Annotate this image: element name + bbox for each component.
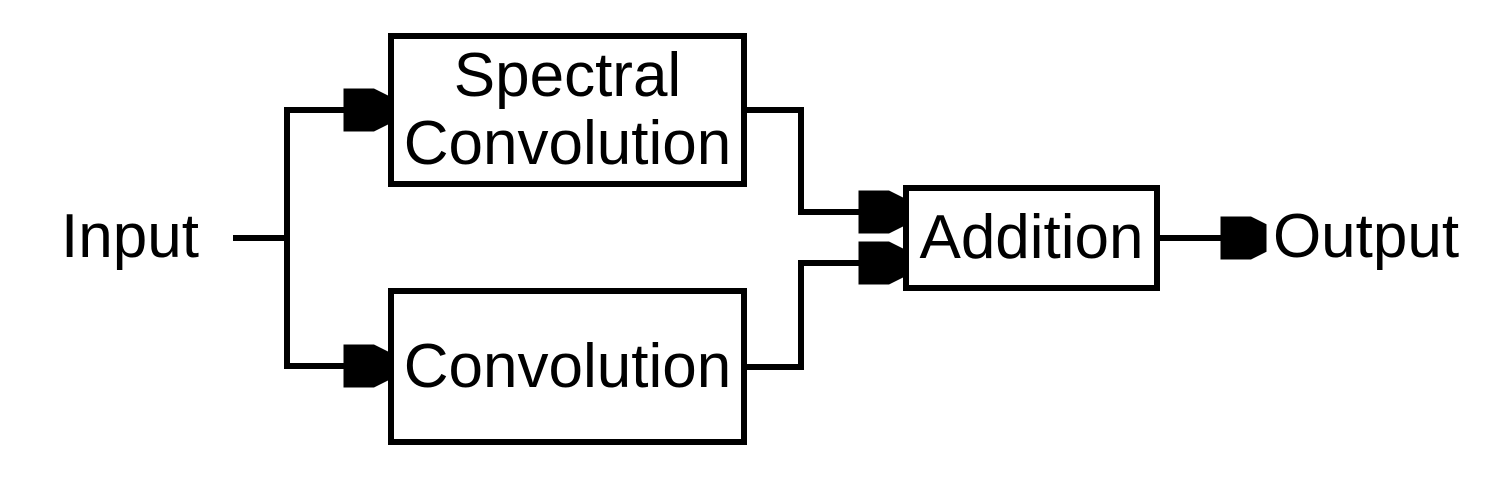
node-addition: Addition [903, 185, 1160, 291]
spectral-convolution-label-line1: Spectral [453, 41, 682, 110]
input-label: Input [20, 203, 240, 271]
node-spectral-convolution: Spectral Convolution [388, 33, 747, 187]
input-label-text: Input [61, 202, 199, 271]
spectral-convolution-label-line2: Convolution [403, 109, 732, 178]
convolution-to-addition-arrow [744, 263, 903, 370]
output-label-text: Output [1272, 202, 1460, 271]
convolution-label: Convolution [403, 331, 732, 401]
output-label: Output [1256, 203, 1476, 271]
addition-label: Addition [919, 203, 1144, 272]
node-convolution: Convolution [388, 288, 747, 445]
spectral-to-addition-arrow [744, 107, 903, 212]
